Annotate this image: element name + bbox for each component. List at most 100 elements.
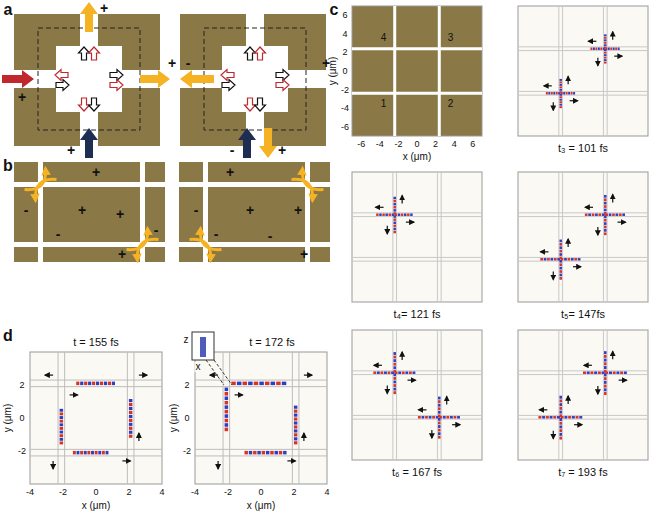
plasmon-wave — [404, 213, 406, 216]
corner-number: 1 — [381, 99, 387, 109]
plasmon-wave — [425, 416, 428, 419]
tick-label: 4 — [324, 488, 329, 497]
plasmon-wave — [546, 416, 549, 419]
plasmon-wave — [559, 253, 562, 256]
plasmon-wave — [604, 219, 607, 222]
plaquette-a — [2, 2, 170, 158]
plasmon-wave — [393, 359, 396, 362]
inset-frame — [192, 332, 214, 360]
plasmon-wave — [373, 371, 376, 374]
plasmon-wave — [564, 258, 567, 261]
direction-arrow — [568, 396, 569, 404]
plasmon-wave — [270, 451, 273, 455]
charge-sign: - — [214, 227, 219, 241]
direction-arrow — [619, 380, 627, 381]
direction-arrow — [235, 394, 243, 395]
slit-edge — [518, 95, 648, 96]
plasmon-wave — [84, 451, 87, 455]
field-snapshot — [30, 352, 162, 484]
current-arrow — [221, 70, 234, 81]
plasmon-wave — [559, 422, 562, 425]
charge-sign: + — [118, 247, 126, 261]
plasmon-wave — [102, 451, 105, 455]
direction-arrow — [210, 375, 218, 376]
slit-edge — [603, 330, 604, 460]
tick-label: -4 — [376, 140, 384, 149]
plasmon-wave — [615, 47, 617, 50]
field-snapshot — [518, 172, 648, 302]
plasmon-wave — [60, 420, 64, 423]
plasmon-wave — [576, 416, 579, 419]
plasmon-wave — [76, 382, 79, 386]
plasmon-wave — [279, 451, 282, 455]
plasmon-wave — [73, 451, 76, 455]
plasmon-wave — [559, 99, 562, 101]
tick-label: 2 — [19, 381, 24, 390]
plasmon-wave — [237, 382, 241, 386]
plasmon-wave — [622, 213, 625, 216]
plasmon-wave — [618, 47, 620, 50]
direction-arrow — [544, 85, 552, 86]
slit-edge — [223, 352, 224, 484]
plasmon-wave — [574, 258, 577, 261]
plasmon-wave — [60, 416, 64, 419]
slit-edge — [518, 261, 648, 262]
plasmon-wave — [393, 197, 396, 199]
plasmon-wave — [265, 382, 269, 386]
plasmon-wave — [243, 382, 247, 386]
plasmon-wave — [393, 373, 396, 376]
plasmon-wave — [559, 243, 562, 246]
direction-arrow — [612, 194, 613, 202]
plasmon-wave — [583, 371, 586, 374]
plasmon-wave — [95, 451, 98, 455]
plasmon-wave — [257, 451, 260, 455]
plasmon-wave — [443, 416, 446, 419]
tick-label: 2 — [126, 488, 131, 497]
excitation-arrow — [80, 128, 98, 158]
plasmon-wave — [604, 373, 607, 376]
plasmon-wave — [225, 414, 229, 418]
plasmon-wave — [604, 212, 607, 215]
panel-letter: c — [330, 2, 339, 18]
direction-arrow — [287, 460, 295, 461]
plasmon-wave — [598, 213, 601, 216]
plasmon-wave — [225, 388, 229, 392]
slit-edge — [64, 352, 65, 484]
plasmon-wave — [129, 411, 133, 414]
slit-edge — [558, 6, 559, 136]
charge-sign: - — [56, 227, 61, 241]
panel-letter: b — [3, 158, 13, 174]
plasmon-wave — [547, 258, 550, 261]
plasmon-wave — [573, 92, 575, 95]
plasmon-wave — [590, 371, 593, 374]
plasmon-wave — [393, 206, 396, 208]
tick-label: -2 — [341, 85, 349, 94]
tick-label: 0 — [258, 488, 263, 497]
field-snapshot — [518, 330, 648, 460]
circulation-arrow — [190, 239, 211, 260]
plasmon-wave — [559, 437, 562, 440]
direction-arrow — [218, 461, 219, 469]
plasmon-wave — [604, 37, 607, 39]
plasmon-wave — [598, 47, 600, 50]
plasmon-wave — [604, 392, 607, 395]
plasmon-wave — [604, 57, 607, 59]
slit-edge — [558, 172, 559, 302]
panel-letter: a — [4, 2, 13, 18]
slit-edge — [352, 419, 482, 420]
tick-label: -2 — [224, 488, 232, 497]
circulation-arrow — [292, 179, 313, 200]
plasmon-wave — [377, 371, 380, 374]
direction-arrow — [588, 41, 596, 42]
plot-frame — [195, 352, 327, 484]
tick-label: -4 — [26, 488, 34, 497]
slit-edge — [30, 386, 162, 387]
direction-arrow — [570, 100, 578, 101]
plasmon-wave — [556, 92, 558, 95]
plasmon-wave — [225, 410, 229, 414]
excitation-arrow — [2, 70, 34, 88]
field-snapshot — [518, 6, 648, 136]
slit-edge — [603, 172, 604, 302]
plasmon-wave — [595, 47, 597, 50]
slit-edge — [30, 449, 162, 450]
